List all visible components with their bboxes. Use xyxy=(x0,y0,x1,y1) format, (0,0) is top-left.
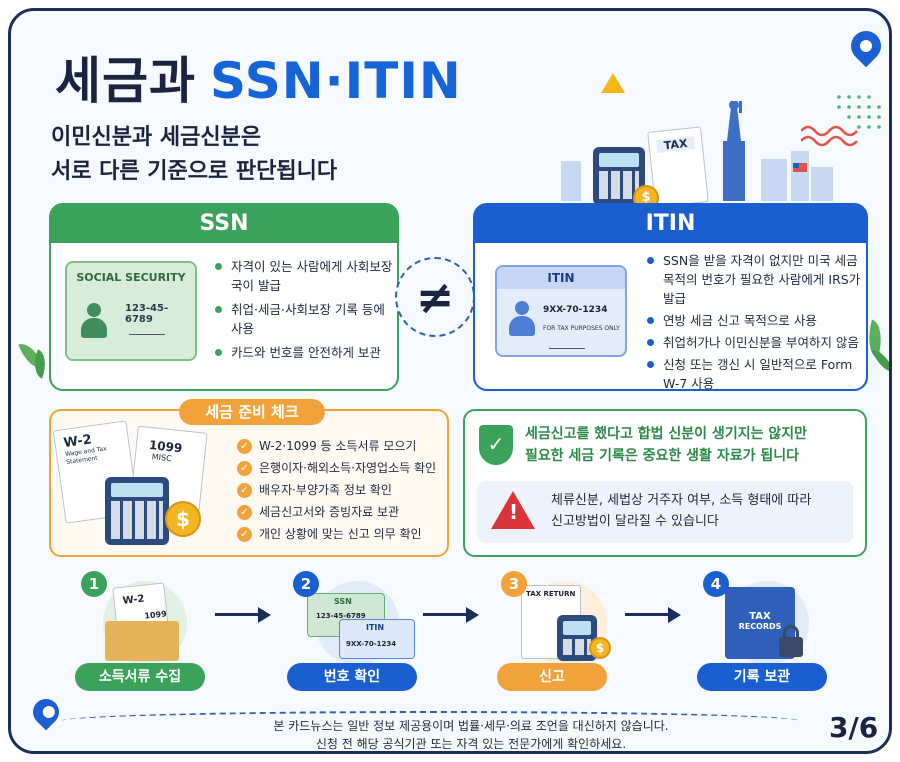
note-line-2: 필요한 세금 기록은 중요한 생활 자료가 됩니다 xyxy=(525,448,799,464)
lock-icon xyxy=(779,637,803,657)
tax-check-item: ✓세금신고서와 증빙자료 보관 xyxy=(237,503,436,521)
tax-check-list: ✓W-2·1099 등 소득서류 모으기 ✓은행이자·해외소득·자영업소득 확인… xyxy=(237,437,436,547)
document-box-icon xyxy=(105,621,179,661)
wave-decoration-icon xyxy=(801,125,858,147)
checkmark-icon: ✓ xyxy=(237,461,252,476)
step-verify-number: 2 SSN 123-45-6789 ITIN 9XX-70-1234 번호 확인 xyxy=(287,571,427,691)
itin-bullet: SSN을 받을 자격이 없지만 미국 세금 목적의 번호가 필요한 사람에게 I… xyxy=(647,251,862,308)
step-number: 4 xyxy=(703,571,729,597)
itin-bullet-list: SSN을 받을 자격이 없지만 미국 세금 목적의 번호가 필요한 사람에게 I… xyxy=(647,251,862,396)
arrow-right-icon xyxy=(625,605,681,623)
ssn-bullet: 카드와 번호를 안전하게 보관 xyxy=(215,343,393,362)
itin-bullet: 취업허가나 이민신분을 부여하지 않음 xyxy=(647,333,862,352)
itin-card-illustration: ITIN 9XX-70-1234 FOR TAX PURPOSES ONLY xyxy=(495,265,627,357)
subtitle-line-1: 이민신분과 세금신분은 xyxy=(51,125,262,150)
person-silhouette-icon xyxy=(507,301,537,337)
tax-check-panel: 세금 준비 체크 W-2 Wage and Tax Statement 1099… xyxy=(49,399,449,557)
tax-check-item: ✓은행이자·해외소득·자영업소득 확인 xyxy=(237,459,436,477)
warning-icon: ! xyxy=(491,491,535,529)
itin-mini-card-icon: ITIN 9XX-70-1234 xyxy=(339,619,415,659)
warning-line-1: 체류신분, 세법상 거주자 여부, 소득 형태에 따라 xyxy=(551,493,812,508)
person-silhouette-icon xyxy=(79,303,109,339)
itin-header: ITIN xyxy=(475,205,866,243)
ssn-bullet-list: 자격이 있는 사람에게 사회보장국이 발급 취업·세금·사회보장 기록 등에 사… xyxy=(215,257,393,367)
ssn-card-number: 123-45-6789 xyxy=(125,303,169,325)
note-line-1: 세금신고를 했다고 합법 신분이 생기지는 않지만 xyxy=(525,426,807,442)
signature-icon xyxy=(549,339,585,349)
note-text: 세금신고를 했다고 합법 신분이 생기지는 않지만 필요한 세금 기록은 중요한… xyxy=(525,423,807,467)
tax-check-item: ✓개인 상황에 맞는 신고 의무 확인 xyxy=(237,525,436,543)
itin-panel: ITIN ITIN 9XX-70-1234 FOR TAX PURPOSES O… xyxy=(473,203,868,391)
itin-bullet: 신청 또는 갱신 시 일반적으로 Form W-7 사용 xyxy=(647,355,862,393)
location-pin-icon xyxy=(844,24,888,68)
tax-record-note-panel: ✓ 세금신고를 했다고 합법 신분이 생기지는 않지만 필요한 세금 기록은 중… xyxy=(463,409,867,557)
warning-line-2: 신고방법이 달라질 수 있습니다 xyxy=(551,514,719,529)
leaf-decoration-icon xyxy=(871,345,889,377)
warning-box: ! 체류신분, 세법상 거주자 여부, 소득 형태에 따라 신고방법이 달라질 … xyxy=(477,481,853,543)
title-latin: SSN·ITIN xyxy=(210,52,462,110)
checkmark-icon: ✓ xyxy=(237,439,252,454)
not-equal-symbol: ≠ xyxy=(395,257,475,337)
disclaimer-footer: 본 카드뉴스는 일반 정보 제공용이며 법률·세무·의료 조언을 대신하지 않습… xyxy=(191,717,751,751)
tax-check-item: ✓W-2·1099 등 소득서류 모으기 xyxy=(237,437,436,455)
ssn-panel: SSN SOCIAL SECURITY 123-45-6789 자격이 있는 사… xyxy=(49,203,399,391)
calculator-icon xyxy=(105,477,169,545)
location-pin-icon xyxy=(27,693,65,731)
disclaimer-line-1: 본 카드뉴스는 일반 정보 제공용이며 법률·세무·의료 조언을 대신하지 않습… xyxy=(273,719,669,733)
checkmark-icon: ✓ xyxy=(237,505,252,520)
step-number: 3 xyxy=(501,571,527,597)
lock-shackle xyxy=(783,625,799,641)
coin-icon: $ xyxy=(589,637,611,659)
itin-bullet: 연방 세금 신고 목적으로 사용 xyxy=(647,311,862,330)
step-label: 신고 xyxy=(497,663,607,691)
triangle-decoration-icon xyxy=(601,73,625,93)
checkmark-icon: ✓ xyxy=(237,527,252,542)
arrow-right-icon xyxy=(215,605,271,623)
dashed-route-line xyxy=(61,711,801,731)
signature-icon xyxy=(129,325,165,335)
tax-check-header: 세금 준비 체크 xyxy=(179,399,325,425)
step-number: 1 xyxy=(81,571,107,597)
step-collect-documents: 1 W-2 1099 소득서류 수집 xyxy=(75,571,215,691)
step-file-return: 3 TAX RETURN $ 신고 xyxy=(495,571,635,691)
arrow-right-icon xyxy=(423,605,479,623)
ssn-card-title: SOCIAL SECURITY xyxy=(76,271,186,284)
coin-icon: $ xyxy=(165,501,201,537)
ssn-bullet: 취업·세금·사회보장 기록 등에 사용 xyxy=(215,300,393,338)
checkmark-icon: ✓ xyxy=(237,483,252,498)
step-label: 소득서류 수집 xyxy=(75,663,205,691)
tax-check-item: ✓배우자·부양가족 정보 확인 xyxy=(237,481,436,499)
step-keep-records: 4 TAX RECORDS 기록 보관 xyxy=(697,571,837,691)
step-number: 2 xyxy=(293,571,319,597)
shield-check-icon: ✓ xyxy=(479,425,513,465)
ssn-bullet: 자격이 있는 사람에게 사회보장국이 발급 xyxy=(215,257,393,295)
subtitle-line-2: 서로 다른 기준으로 판단됩니다 xyxy=(51,159,338,184)
itin-card-number: 9XX-70-1234 xyxy=(543,305,608,315)
disclaimer-line-2: 신청 전 해당 공식기관 또는 자격 있는 전문가에게 확인하세요. xyxy=(315,737,627,751)
dots-decoration-icon xyxy=(837,95,881,129)
title-korean: 세금과 xyxy=(55,52,196,110)
step-label: 번호 확인 xyxy=(287,663,417,691)
itin-card-title: ITIN xyxy=(497,267,625,289)
tax-document-label: TAX xyxy=(656,136,696,154)
ssn-header: SSN xyxy=(51,205,397,243)
warning-text: 체류신분, 세법상 거주자 여부, 소득 형태에 따라 신고방법이 달라질 수 … xyxy=(551,490,811,532)
itin-card-subtext: FOR TAX PURPOSES ONLY xyxy=(543,325,620,332)
step-label: 기록 보관 xyxy=(697,663,827,691)
ssn-card-illustration: SOCIAL SECURITY 123-45-6789 xyxy=(65,261,197,361)
page-number: 3/6 xyxy=(829,711,879,744)
page-subtitle: 이민신분과 세금신분은 서로 다른 기준으로 판단됩니다 xyxy=(51,121,337,189)
city-skyline-illustration xyxy=(561,101,833,201)
